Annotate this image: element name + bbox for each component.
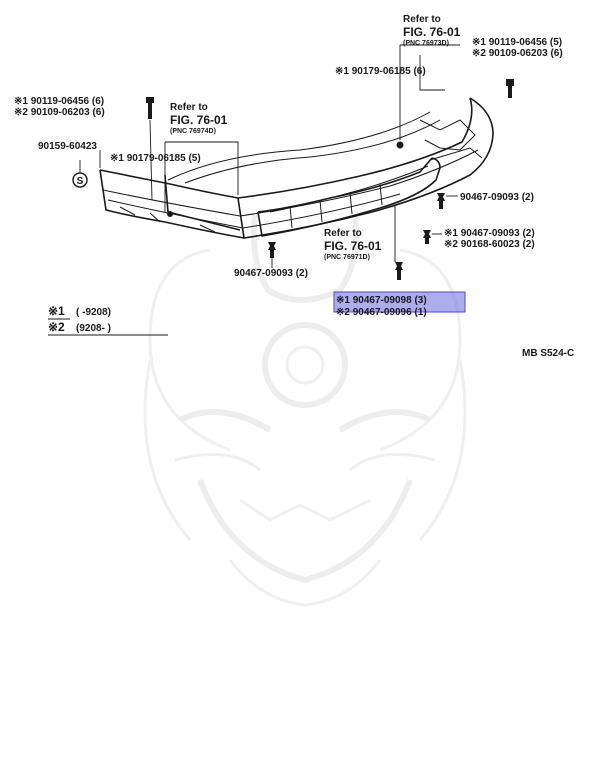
diagram-code: MB S524-C (522, 348, 574, 359)
part-number: ※2 90467-09096 (1) (336, 307, 427, 318)
highlight-box[interactable] (333, 291, 466, 313)
front-bumper (99, 97, 494, 239)
ref-pnc: (PNC 76971D) (324, 254, 370, 261)
legend-value: (9208- ) (76, 323, 111, 334)
ref-title: Refer to (324, 228, 362, 239)
ref-figure: FIG. 76-01 (403, 25, 461, 39)
leader-lines (79, 44, 460, 268)
clip-icon (268, 242, 276, 258)
part-number: ※2 90109-06203 (6) (472, 48, 563, 59)
legend-key: ※1 (48, 304, 65, 318)
washer-symbol: S (77, 176, 84, 187)
part-number: ※1 90119-06456 (5) (472, 37, 562, 48)
part-number: ※2 90109-06203 (6) (14, 107, 105, 118)
part-number: 90467-09093 (2) (460, 192, 534, 203)
clip-icon (423, 230, 431, 244)
washer-icon: S (72, 172, 88, 188)
part-number: ※1 90119-06456 (6) (14, 96, 104, 107)
clip-icon (395, 262, 403, 280)
nut-icon (396, 141, 404, 149)
legend-value: ( -9208) (76, 307, 111, 318)
bolt-icon (146, 97, 154, 119)
part-number: 90159-60423 (38, 141, 97, 152)
part-number: 90467-09093 (2) (234, 268, 308, 279)
nut-icon (167, 211, 173, 217)
watermark-mask (143, 214, 467, 607)
ref-title: Refer to (403, 14, 441, 25)
ref-figure: FIG. 76-01 (324, 239, 382, 253)
ref-pnc: (PNC 76974D) (170, 128, 216, 135)
bolt-icon (506, 79, 514, 98)
ref-figure: FIG. 76-01 (170, 113, 228, 127)
part-number: ※1 90179-06185 (6) (335, 66, 426, 77)
legend-key: ※2 (48, 320, 65, 334)
part-number: ※1 90179-06185 (5) (110, 153, 201, 164)
bumper-reinforcement (257, 157, 441, 237)
ref-pnc: (PNC 76973D) (403, 40, 449, 47)
legend: ※1 ( -9208) ※2 (9208- ) (48, 304, 168, 336)
part-number: ※2 90168-60023 (2) (444, 239, 535, 250)
part-number-highlighted[interactable]: ※1 90467-09098 (3) (336, 295, 427, 306)
ref-title: Refer to (170, 102, 208, 113)
clip-icon (437, 193, 445, 209)
part-number: ※1 90467-09093 (2) (444, 228, 535, 239)
